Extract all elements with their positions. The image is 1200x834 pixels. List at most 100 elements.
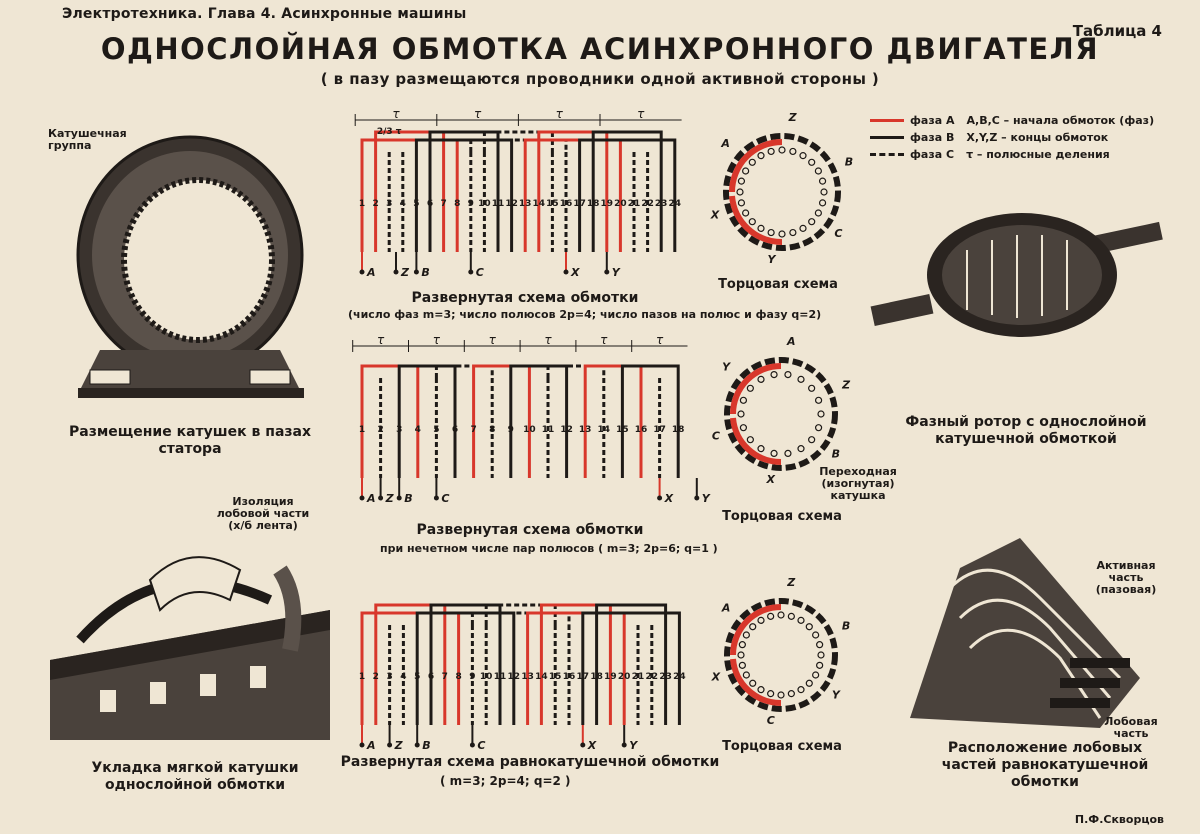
slot-number: 15 (549, 672, 562, 682)
slot-number: 14 (533, 199, 546, 209)
slot-number: 13 (521, 672, 534, 682)
end-terminal-label: B (845, 156, 853, 169)
slot-number: 3 (386, 672, 392, 682)
end-terminal-label: C (767, 714, 775, 727)
terminal-label: B (422, 739, 430, 752)
end-ring-outer (724, 598, 838, 712)
slot-circle (738, 641, 746, 649)
slot-circle (738, 661, 746, 669)
slot-circle (770, 449, 778, 457)
terminal-label: B (404, 492, 412, 505)
slot-number: 14 (598, 425, 611, 435)
legend-swatch-black (870, 136, 904, 139)
terminal-label: A (366, 492, 376, 505)
slot-number: 12 (505, 199, 518, 209)
slot-number: 10 (478, 199, 491, 209)
slot-number: 18 (587, 199, 600, 209)
coil-end-top (429, 603, 502, 625)
end-turns-illustration (910, 538, 1140, 728)
slot-number: 7 (470, 425, 476, 435)
slot-number: 2 (372, 199, 378, 209)
end-terminal-label: Z (841, 378, 851, 391)
slot-circle (812, 671, 820, 679)
slot-number: 15 (546, 199, 559, 209)
coil-end-top (583, 364, 643, 378)
end-ring-outer (724, 357, 838, 471)
slot-number: 19 (604, 672, 617, 682)
slot-circle (757, 445, 765, 453)
legend-starts: А,В,С – начала обмоток (фаз) (966, 114, 1155, 127)
slot-circle (814, 396, 823, 404)
slot-number: 16 (635, 425, 648, 435)
coil-end-top (360, 364, 420, 378)
slot-number: 18 (590, 672, 603, 682)
coil-end-top (539, 603, 612, 625)
slot-circle (808, 158, 816, 166)
end-terminal-label: B (842, 619, 850, 632)
slot-number: 4 (400, 672, 406, 682)
slot-circle (799, 152, 807, 160)
coil-end-top (434, 364, 494, 378)
slot-number: 23 (659, 672, 672, 682)
terminal-label: Z (394, 739, 404, 752)
pole-pitch-label: τ (600, 333, 608, 347)
terminal-dot (604, 269, 610, 275)
page-subtitle: ( в пазу размещаются проводники одной ак… (320, 70, 880, 88)
diagram3-caption: Развернутая схема равнокатушечной обмотк… (340, 754, 720, 770)
end1-caption: Торцовая схема (718, 277, 838, 292)
terminal-label: C (477, 739, 485, 752)
terminal-dot (469, 742, 475, 748)
terminal-dot (396, 495, 402, 501)
slot-number: 2 (373, 672, 379, 682)
stator-caption: Размещение катушек в пазах статора (69, 424, 311, 457)
end-terminal-label: Y (767, 253, 776, 266)
slot-number: 12 (508, 672, 521, 682)
slot-number: 6 (427, 199, 433, 209)
terminal-label: Y (629, 739, 638, 752)
end-ring-phase-a (729, 139, 783, 193)
slot-number: 6 (428, 672, 434, 682)
end-ring-phase-a (730, 604, 782, 656)
terminal-dot (378, 495, 384, 501)
end-ring-phase-a (730, 363, 782, 415)
end-ring-phase-a (729, 195, 783, 246)
coil-end-top (428, 130, 500, 152)
slot-circle (789, 228, 797, 237)
slot-number: 8 (454, 199, 460, 209)
slot-number: 6 (452, 425, 458, 435)
slot-circle (817, 651, 825, 659)
terminal-label: Z (400, 266, 410, 279)
pole-pitch-label: τ (377, 333, 385, 347)
slot-number: 9 (468, 199, 474, 209)
terminal-dot (563, 269, 569, 275)
legend-phase-c: фаза С (910, 148, 955, 161)
pole-pitch-label: τ (489, 333, 497, 347)
end-ring-phase-a (730, 658, 782, 707)
slot-circle (816, 661, 824, 669)
slot-circle (737, 177, 746, 185)
end-ring-phase-a (730, 417, 782, 466)
slot-circle (814, 424, 823, 432)
table-number: Таблица 4 (1072, 22, 1162, 40)
slot-circle (784, 449, 792, 457)
terminal-label: Y (612, 266, 621, 279)
terminal-label: A (366, 739, 376, 752)
slot-number: 1 (359, 199, 365, 209)
pole-fraction-label: 2/3 τ (377, 127, 402, 137)
slot-circle (808, 436, 816, 444)
slot-number: 3 (386, 199, 392, 209)
slot-circle (757, 152, 765, 160)
slot-number: 4 (400, 199, 406, 209)
slot-circle (787, 612, 795, 620)
legend-ends: Х,Y,Z – концы обмоток (966, 131, 1109, 144)
coil-end-top (470, 611, 571, 625)
slot-circle (808, 384, 816, 392)
slot-circle (757, 686, 765, 694)
coil-end-top (578, 138, 677, 152)
terminal-label: X (587, 739, 597, 752)
slot-number: 8 (489, 425, 495, 435)
slot-number: 1 (359, 672, 365, 682)
slot-number: 23 (655, 199, 668, 209)
coil-end-top (414, 138, 514, 152)
coil-end-top (360, 611, 461, 625)
